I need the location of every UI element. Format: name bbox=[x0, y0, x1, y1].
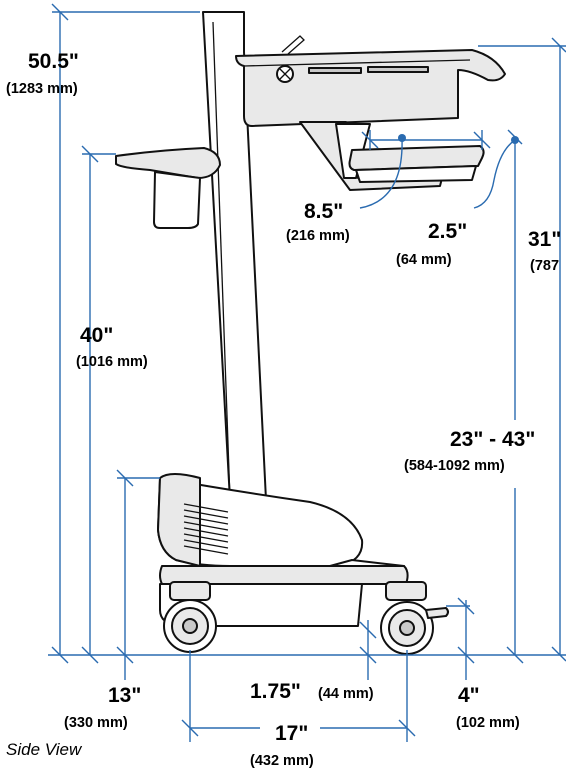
label-keyboard-range-mm: (584-1092 mm) bbox=[404, 458, 505, 474]
slot-right bbox=[367, 66, 429, 73]
label-base-height-in: 13" bbox=[108, 684, 141, 707]
rear-caster bbox=[163, 581, 217, 653]
storage-basket bbox=[153, 171, 201, 229]
mast bbox=[202, 11, 267, 501]
handle bbox=[115, 147, 221, 179]
label-clearance-mm: (44 mm) bbox=[318, 686, 374, 702]
label-wheelbase-in: 17" bbox=[275, 722, 308, 745]
cart-illustration bbox=[115, 11, 506, 655]
label-offset-mm: (64 mm) bbox=[396, 252, 452, 268]
label-wheelbase-mm: (432 mm) bbox=[250, 753, 314, 769]
slot-left bbox=[308, 67, 362, 74]
label-worksurface-height-mm: (787 bbox=[530, 258, 559, 274]
dimension-labels: 50.5" (1283 mm) 40" (1016 mm) 13" (330 m… bbox=[6, 50, 561, 769]
mast-edge bbox=[212, 21, 231, 501]
caster-brake bbox=[425, 607, 449, 619]
caption-side-view: Side View bbox=[6, 740, 83, 759]
label-keyboard-range-in: 23" - 43" bbox=[450, 428, 535, 451]
label-offset-in: 2.5" bbox=[428, 220, 467, 243]
vent-grille bbox=[183, 503, 229, 555]
dimension-lines bbox=[48, 3, 566, 742]
front-caster bbox=[380, 581, 449, 655]
pen-holder bbox=[281, 35, 305, 55]
label-base-height-mm: (330 mm) bbox=[64, 715, 128, 731]
label-tray-depth-mm: (216 mm) bbox=[286, 228, 350, 244]
worksurface-lip bbox=[243, 59, 471, 67]
label-overhang-mm: (102 mm) bbox=[456, 715, 520, 731]
label-clearance-in: 1.75" bbox=[250, 680, 301, 703]
label-handle-height-in: 40" bbox=[80, 324, 113, 347]
label-overall-height-mm: (1283 mm) bbox=[6, 81, 78, 97]
label-overhang-in: 4" bbox=[458, 684, 480, 707]
label-handle-height-mm: (1016 mm) bbox=[76, 354, 148, 370]
worksurface bbox=[235, 49, 506, 127]
label-overall-height-in: 50.5" bbox=[28, 50, 79, 73]
label-tray-depth-in: 8.5" bbox=[304, 200, 343, 223]
label-worksurface-height-in: 31" bbox=[528, 228, 561, 251]
